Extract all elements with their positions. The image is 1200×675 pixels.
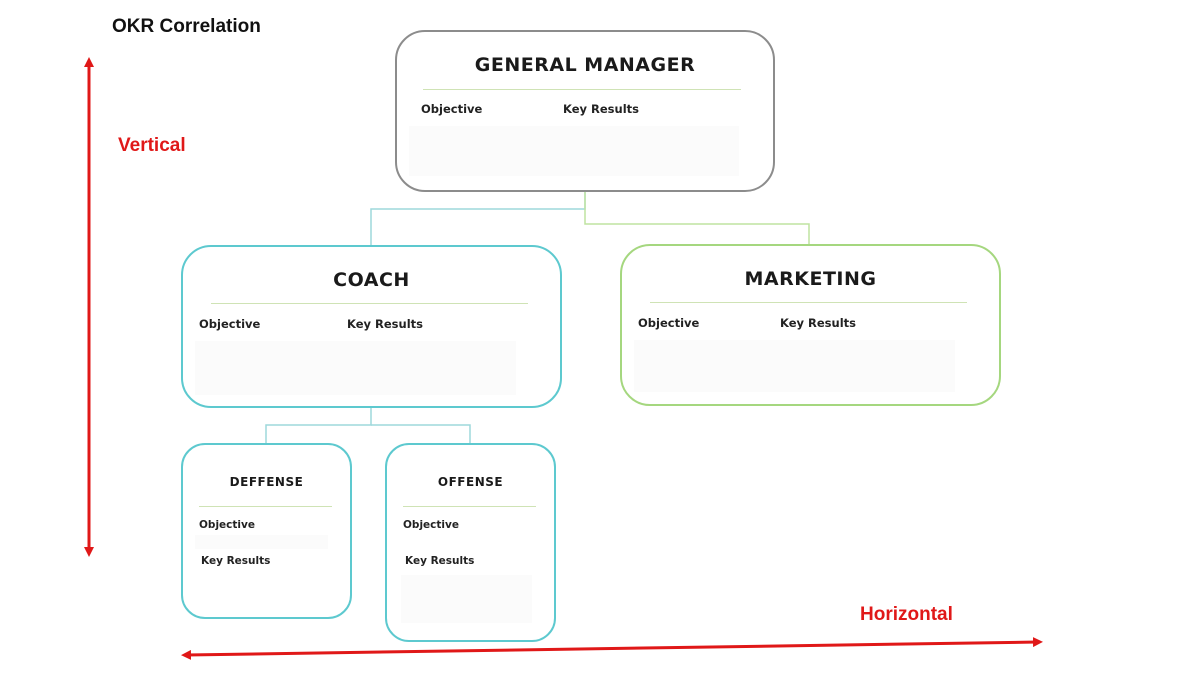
okr-content-area xyxy=(195,535,328,549)
node-offense: OFFENSE Objective Key Results xyxy=(385,443,556,642)
horizontal-arrow xyxy=(181,637,1043,660)
edge-gm-coach xyxy=(370,192,586,245)
okr-content-area xyxy=(195,341,516,395)
horizontal-label: Horizontal xyxy=(860,604,953,625)
okr-content-area xyxy=(401,575,532,623)
objective-label: Objective xyxy=(403,519,459,531)
divider xyxy=(423,89,741,90)
edge-coach-offense xyxy=(371,424,471,443)
objective-label: Objective xyxy=(199,317,261,331)
node-title: GENERAL MANAGER xyxy=(474,54,696,76)
objective-label: Objective xyxy=(638,316,700,330)
edge-coach-defense xyxy=(265,408,372,443)
divider xyxy=(403,506,536,507)
key-results-label: Key Results xyxy=(780,316,856,330)
node-marketing: MARKETING Objective Key Results xyxy=(620,244,1001,406)
node-title: DEFFENSE xyxy=(229,475,304,489)
divider xyxy=(650,302,967,303)
edge-gm-marketing xyxy=(584,192,810,244)
node-general-manager: GENERAL MANAGER Objective Key Results xyxy=(395,30,775,192)
divider xyxy=(199,506,332,507)
node-coach: COACH Objective Key Results xyxy=(181,245,562,408)
objective-label: Objective xyxy=(421,102,483,116)
key-results-label: Key Results xyxy=(347,317,423,331)
okr-content-area xyxy=(634,340,955,392)
key-results-label: Key Results xyxy=(201,555,271,567)
okr-content-area xyxy=(409,126,739,176)
objective-label: Objective xyxy=(199,519,255,531)
node-title: COACH xyxy=(333,269,410,291)
node-defense: DEFFENSE Objective Key Results xyxy=(181,443,352,619)
vertical-label: Vertical xyxy=(118,135,186,156)
key-results-label: Key Results xyxy=(405,555,475,567)
node-title: OFFENSE xyxy=(437,475,504,489)
key-results-label: Key Results xyxy=(563,102,639,116)
diagram-title: OKR Correlation xyxy=(112,16,261,37)
divider xyxy=(211,303,528,304)
node-title: MARKETING xyxy=(744,268,877,290)
